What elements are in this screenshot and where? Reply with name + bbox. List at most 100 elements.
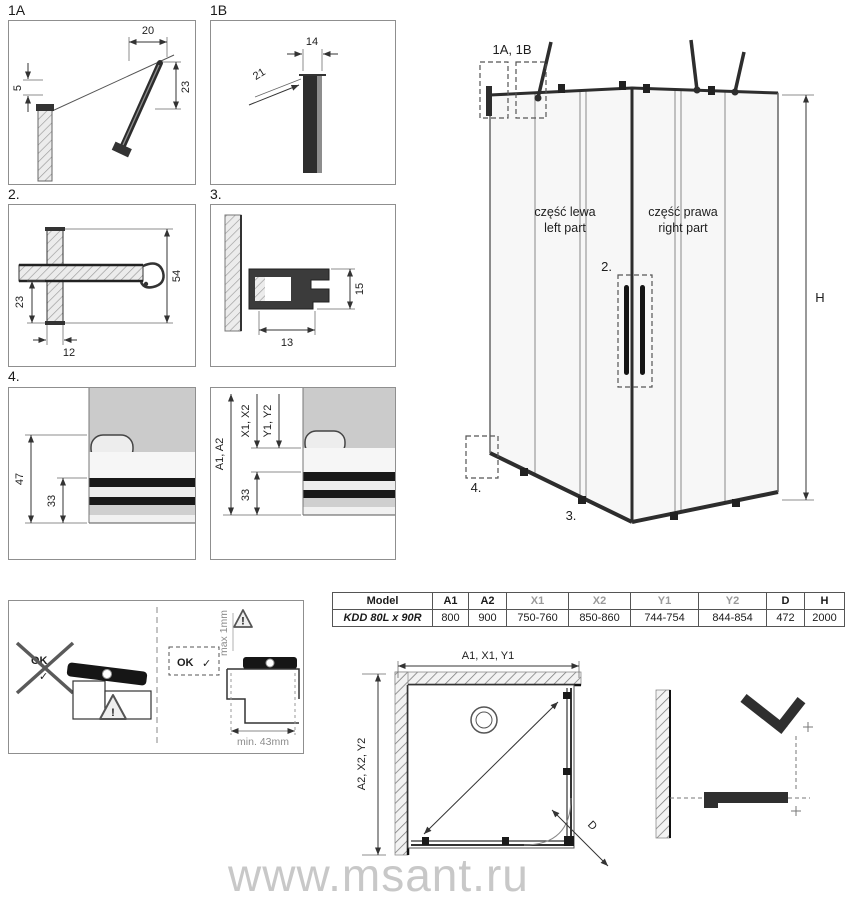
detail-label-1b: 1B <box>210 2 228 18</box>
check-icon: ✓ <box>202 658 211 670</box>
dimensions-4-left: 47 33 <box>14 434 87 524</box>
detail-panel-4-left: 47 33 <box>8 387 196 560</box>
spirit-level <box>66 662 148 686</box>
bottom-rail-section-refs <box>302 388 395 516</box>
support-bars <box>534 39 746 102</box>
detail-panel-1a: 20 5 23 <box>8 20 196 185</box>
detail-panel-1b: 14 21 <box>210 20 396 185</box>
correct-installation: ! OK ✓ max 1mm min. 43mm <box>168 609 300 748</box>
dimensions-4-right: A1, A2 X1, X2 Y1, Y2 33 <box>214 394 301 516</box>
dim-23b: 23 <box>14 296 26 308</box>
plan-dimensions: A1, X1, Y1 A2, X2, Y2 D <box>356 650 609 867</box>
left-glass-panel <box>489 87 633 523</box>
left-part-label-pl: część lewa <box>534 205 595 219</box>
dim-33: 33 <box>46 495 58 507</box>
dim-21: 21 <box>251 66 268 83</box>
dim-20: 20 <box>142 25 154 37</box>
dim-h: H <box>815 290 824 305</box>
val-h: 2000 <box>804 609 845 627</box>
dim-5: 5 <box>12 85 24 91</box>
right-glass-panel <box>631 87 779 523</box>
detail-3-drawing: 15 13 <box>224 214 366 349</box>
detail-1a-drawing: 20 5 23 <box>12 25 192 182</box>
val-x2: 850-860 <box>568 609 631 627</box>
val-x1: 750-760 <box>506 609 569 627</box>
warning-triangle-icon-small: ! <box>233 609 253 628</box>
val-y2: 844-854 <box>698 609 767 627</box>
corner-handle <box>564 836 574 846</box>
plus-mark-icon <box>791 806 801 816</box>
col-a2: A2 <box>468 592 507 610</box>
max-gap-label: max 1mm <box>218 610 230 656</box>
height-dimension: H <box>782 94 825 501</box>
leveling-instructions-panel: OK ✓ ! ! <box>8 600 304 754</box>
plus-mark-icon <box>803 722 813 732</box>
callout-4: 4. <box>471 480 482 495</box>
dim-33b: 33 <box>240 489 252 501</box>
detail-2-drawing: 54 23 12 <box>14 227 183 359</box>
callout-2: 2. <box>601 259 612 274</box>
spec-table: Model A1 A2 X1 X2 Y1 Y2 D H KDD 80L x 90… <box>332 592 845 627</box>
dim-a1a2: A1, A2 <box>214 438 226 470</box>
detail-4-right-drawing: A1, A2 X1, X2 Y1, Y2 33 <box>214 388 395 516</box>
entry-diagonal-arrow <box>423 701 559 835</box>
col-x2: X2 <box>568 592 631 610</box>
callout-1a1b: 1A, 1B <box>492 42 531 57</box>
support-bar-section <box>36 54 175 182</box>
col-h: H <box>804 592 845 610</box>
bottom-profile-section <box>224 214 330 332</box>
detail-label-3: 3. <box>210 186 222 202</box>
model-name: KDD 80L x 90R <box>332 609 433 627</box>
dimensions-1a: 20 5 23 <box>12 25 192 112</box>
dim-y1y2: Y1, Y2 <box>262 405 274 438</box>
shower-tray <box>407 684 575 849</box>
dim-15: 15 <box>354 283 366 295</box>
handle-profile-section <box>18 227 165 325</box>
val-a1: 800 <box>432 609 469 627</box>
col-d: D <box>766 592 805 610</box>
dim-x1x2: X1, X2 <box>240 404 252 437</box>
col-model: Model <box>332 592 433 610</box>
callout-3: 3. <box>566 508 577 523</box>
col-y2: Y2 <box>698 592 767 610</box>
detail-callout-boxes <box>465 61 653 479</box>
iso-labels: 1A, 1B część lewa left part część prawa … <box>471 42 718 523</box>
profile-pieces <box>670 694 813 816</box>
min-depth-label: min. 43mm <box>237 736 289 748</box>
detail-label-4: 4. <box>8 368 20 384</box>
bottom-rail-section <box>88 388 195 524</box>
detail-label-1a: 1A <box>8 2 26 18</box>
detail-1b-drawing: 14 21 <box>248 36 338 173</box>
dim-23: 23 <box>180 81 192 93</box>
dim-top-width: A1, X1, Y1 <box>462 650 514 662</box>
isometric-view: 1A, 1B część lewa left part część prawa … <box>465 39 825 524</box>
wall-profile-section <box>299 74 326 173</box>
detail-panel-3: 15 13 <box>210 204 396 367</box>
leveling-drawing: OK ✓ ! ! <box>15 607 300 748</box>
dim-12: 12 <box>63 347 75 359</box>
detail-panel-4-right: A1, A2 X1, X2 Y1, Y2 33 <box>210 387 396 560</box>
detail-label-2: 2. <box>8 186 20 202</box>
dim-47: 47 <box>14 473 26 485</box>
val-y1: 744-754 <box>630 609 699 627</box>
warning-triangle-icon: ! <box>99 694 127 720</box>
spec-value-row: KDD 80L x 90R 800 900 750-760 850-860 74… <box>332 609 845 627</box>
corner-mounting-detail <box>655 689 813 839</box>
col-y1: Y1 <box>630 592 699 610</box>
tray-edge-section <box>226 668 300 724</box>
wrong-installation: OK ✓ ! <box>15 641 152 720</box>
val-a2: 900 <box>468 609 507 627</box>
check-icon: ✓ <box>39 671 48 683</box>
spec-header-row: Model A1 A2 X1 X2 Y1 Y2 D H <box>332 592 845 610</box>
frame-profiles <box>489 81 779 524</box>
watermark: www.msant.ru <box>228 849 529 900</box>
svg-text:!: ! <box>241 616 245 628</box>
dim-left-depth: A2, X2, Y2 <box>356 738 368 790</box>
svg-text:!: ! <box>111 707 115 719</box>
door-handles <box>624 285 645 375</box>
dim-diagonal: D <box>585 819 599 833</box>
dimensions-2: 54 23 12 <box>14 228 183 359</box>
wall-section <box>655 689 671 839</box>
dim-54: 54 <box>171 270 183 282</box>
